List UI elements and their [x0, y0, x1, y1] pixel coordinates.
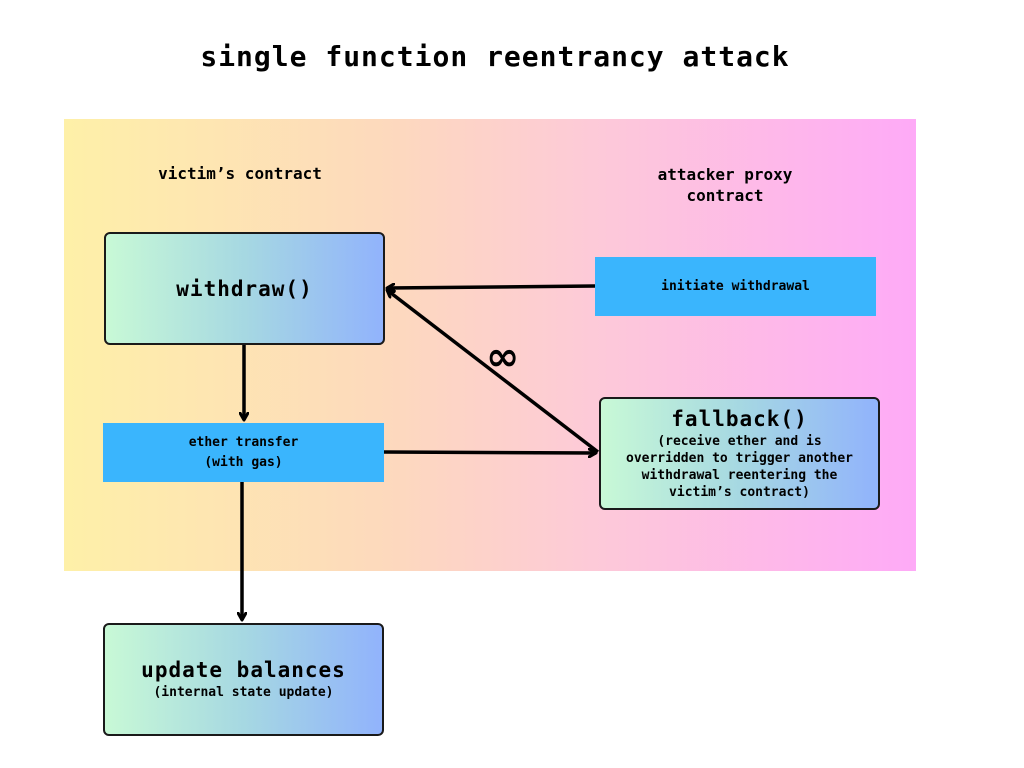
ether-transfer-node: ether transfer (with gas)	[103, 423, 384, 482]
update-balances-title: update balances	[141, 658, 346, 682]
update-balances-subtitle: (internal state update)	[153, 685, 334, 700]
withdraw-node-title: withdraw()	[176, 276, 313, 301]
attacker-label-line1: attacker proxy	[657, 165, 793, 184]
reentrancy-loop-symbol: ∞	[486, 334, 520, 380]
fallback-desc-line4: victim’s contract)	[669, 484, 810, 500]
initiate-withdrawal-node: initiate withdrawal	[595, 257, 876, 316]
diagram-title: single function reentrancy attack	[200, 40, 790, 73]
ether-transfer-line1: ether transfer	[188, 434, 299, 450]
attacker-label-line2: contract	[686, 186, 764, 205]
initiate-withdrawal-label: initiate withdrawal	[661, 278, 810, 294]
update-balances-node: update balances (internal state update)	[103, 623, 384, 736]
victim-contract-label-text: victim’s contract	[158, 164, 322, 183]
arrow-fallback-to-withdraw-loop	[387, 290, 600, 454]
attacker-contract-label: attacker proxy contract	[600, 164, 850, 206]
withdraw-node: withdraw()	[104, 232, 385, 345]
fallback-node: fallback() (receive ether and is overrid…	[599, 397, 880, 510]
fallback-node-title: fallback()	[671, 406, 808, 431]
fallback-desc-line2: overridden to trigger another	[626, 450, 853, 466]
ether-transfer-line2: (with gas)	[204, 454, 283, 470]
victim-contract-label: victim’s contract	[130, 163, 350, 184]
fallback-desc-line3: withdrawal reentering the	[641, 467, 838, 483]
fallback-desc-line1: (receive ether and is	[657, 433, 822, 449]
arrow-ether-transfer-to-fallback	[383, 452, 596, 453]
arrow-initiate-to-withdraw	[387, 286, 596, 288]
